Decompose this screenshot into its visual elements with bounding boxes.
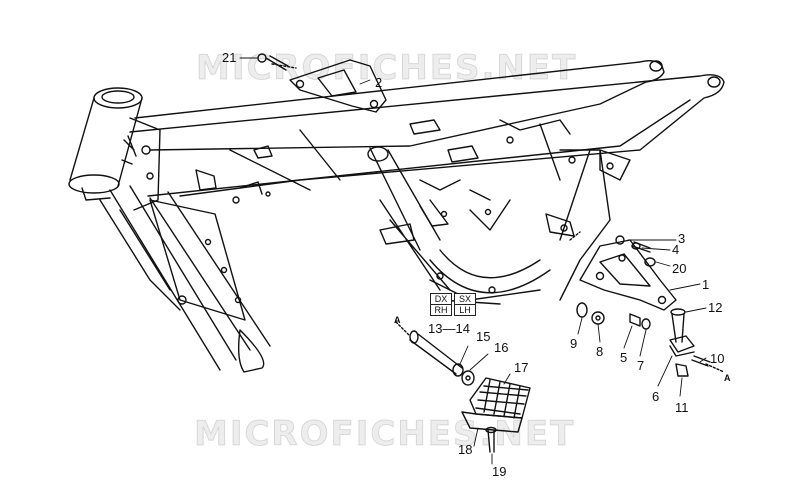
callout-15: 15 bbox=[476, 329, 491, 344]
bolt-21 bbox=[257, 53, 289, 71]
watermark-bottom: MICROFICHES.NET bbox=[193, 414, 576, 455]
lower-cradle bbox=[99, 199, 181, 311]
callout-12: 12 bbox=[708, 300, 723, 315]
watermark-top: MICROFICHES.NET bbox=[195, 48, 578, 89]
callout-10: 10 bbox=[710, 351, 725, 366]
callout-9: 9 bbox=[570, 336, 578, 351]
bracket-2 bbox=[289, 59, 387, 113]
callout-18: 18 bbox=[458, 442, 473, 457]
callout-5: 5 bbox=[620, 350, 628, 365]
side-marker-right: DX RH bbox=[430, 293, 452, 316]
side-marker-left-top: SX bbox=[458, 294, 471, 304]
callout-6: 6 bbox=[652, 389, 660, 404]
callout-3: 3 bbox=[678, 231, 686, 246]
callout-16: 16 bbox=[494, 340, 509, 355]
callout-2: 2 bbox=[375, 75, 383, 90]
side-marker-left-bottom: LH bbox=[455, 304, 475, 315]
callout-17: 17 bbox=[514, 360, 529, 375]
arrow-marker-a-left: A bbox=[394, 315, 401, 325]
base-18 bbox=[461, 411, 523, 433]
callout-4: 4 bbox=[672, 242, 680, 257]
callout-1: 1 bbox=[702, 277, 710, 292]
bracket-1 bbox=[579, 239, 677, 311]
pin-13-14 bbox=[409, 330, 463, 375]
arrow-marker-a-right: A bbox=[724, 373, 731, 383]
callout-20: 20 bbox=[672, 261, 687, 276]
callout-11: 11 bbox=[675, 400, 689, 415]
side-marker-right-top: DX bbox=[434, 294, 448, 304]
side-marker-left: SX LH bbox=[454, 293, 476, 316]
rear-subframe bbox=[499, 119, 591, 241]
callout-21: 21 bbox=[222, 50, 237, 65]
callout-7: 7 bbox=[637, 358, 645, 373]
footpeg-17 bbox=[469, 377, 531, 419]
side-marker-right-bottom: RH bbox=[431, 304, 451, 315]
callout-19: 19 bbox=[492, 464, 507, 479]
down-tube bbox=[149, 191, 271, 351]
upper-rail bbox=[129, 74, 725, 197]
callout-13-14: 13—14 bbox=[428, 321, 470, 336]
callout-8: 8 bbox=[596, 344, 604, 359]
